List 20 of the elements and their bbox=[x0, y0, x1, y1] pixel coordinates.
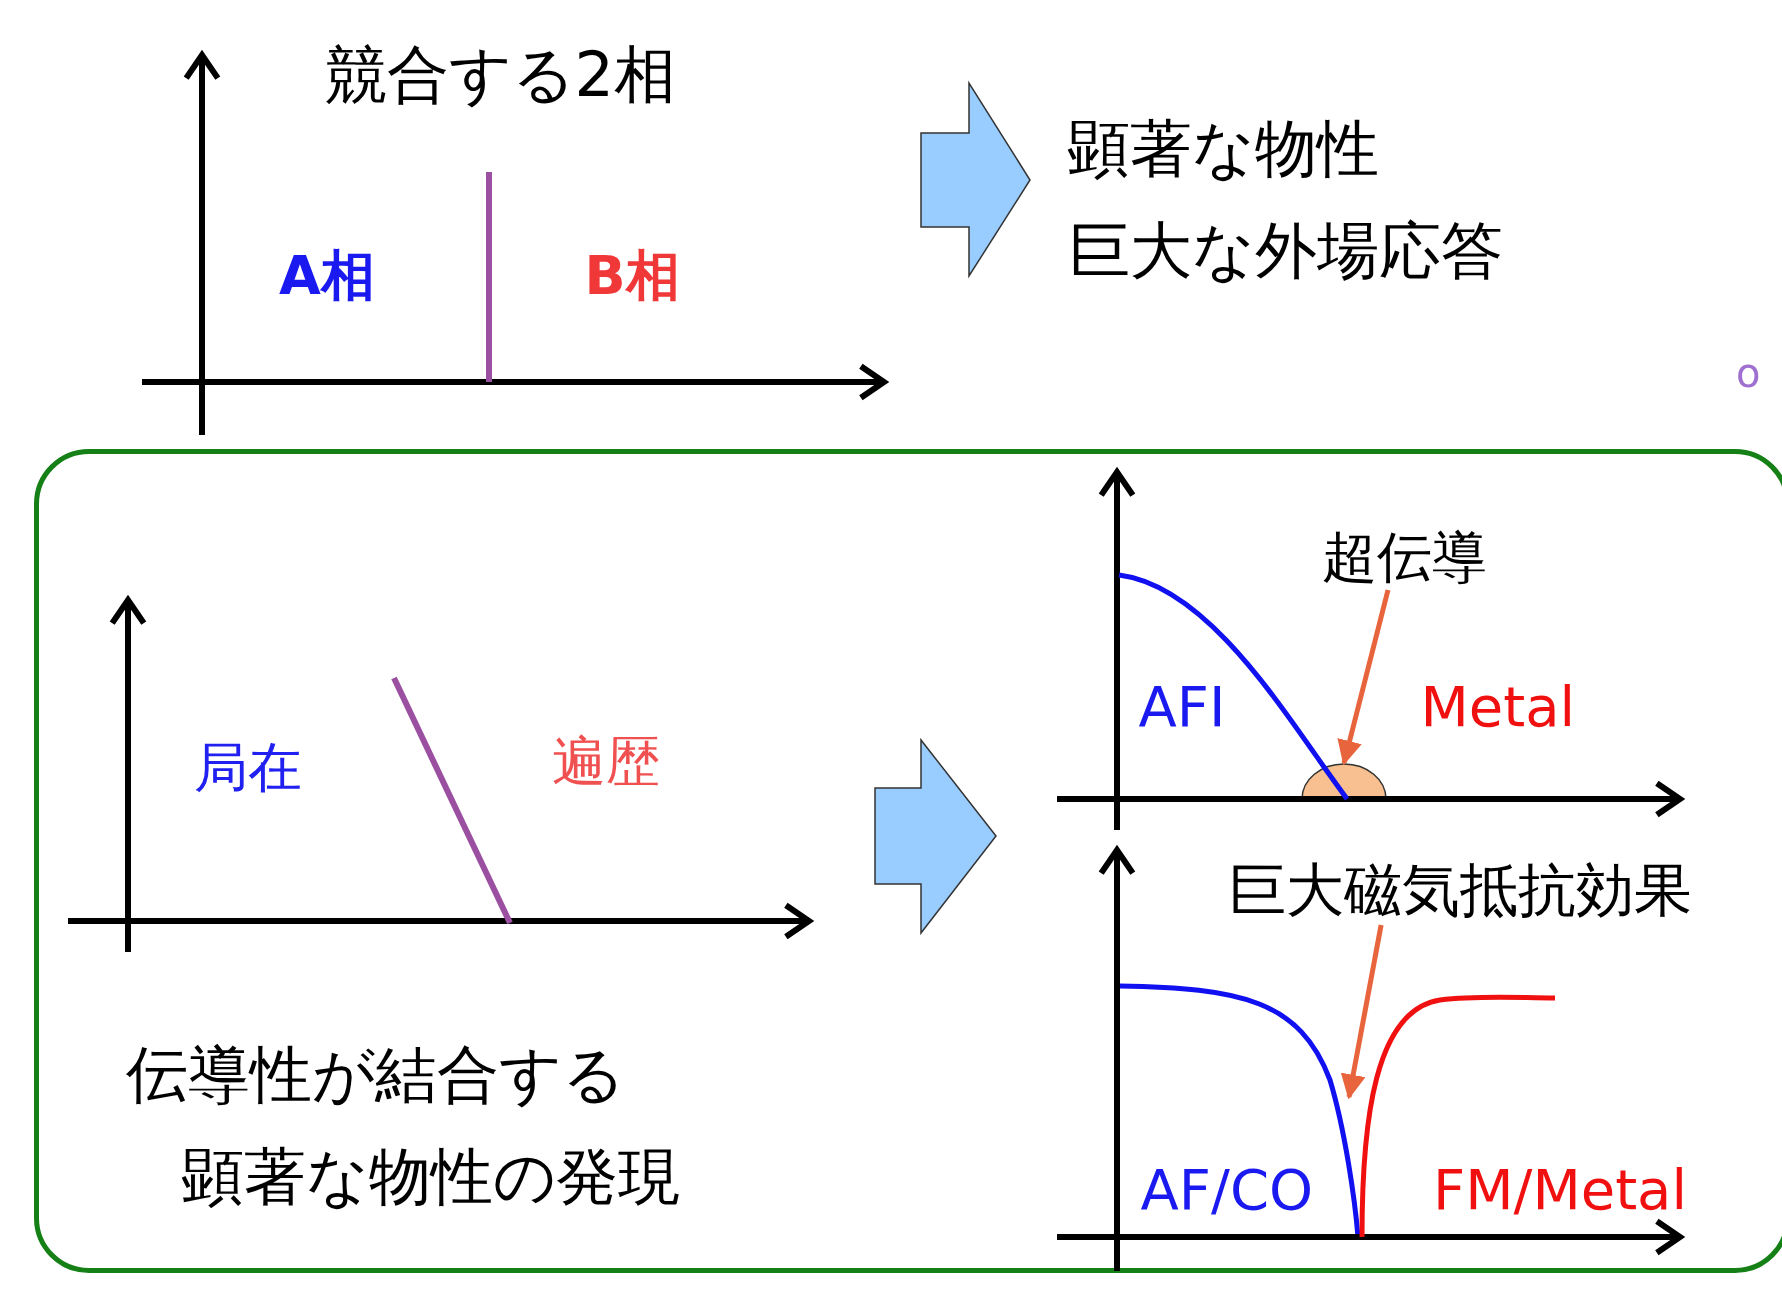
leader-text: 巨大磁気抵抗効果 bbox=[1228, 855, 1692, 925]
region-label: AFI bbox=[1138, 675, 1226, 740]
result-text: 巨大な外場応答 bbox=[1068, 220, 1504, 282]
leader-line bbox=[1340, 924, 1384, 1100]
dome-shape bbox=[1301, 763, 1387, 799]
leader-line bbox=[1337, 589, 1391, 766]
region-label: FM/Metal bbox=[1433, 1158, 1687, 1223]
block-arrow bbox=[920, 80, 1031, 279]
region-label: o bbox=[1736, 350, 1761, 396]
region-label: 遍歴 bbox=[552, 731, 660, 794]
caption-text: 伝導性が結合する顕著な物性の発現 bbox=[126, 1037, 681, 1215]
region-label: Metal bbox=[1420, 675, 1576, 740]
region-label: 局在 bbox=[194, 737, 302, 800]
leader-text: 超伝導 bbox=[1322, 524, 1487, 590]
result-text: 顕著な物性 bbox=[1068, 118, 1380, 180]
region-label: A相 bbox=[279, 245, 375, 308]
region-label: 競合する2相 bbox=[324, 38, 676, 110]
region-label: AF/CO bbox=[1140, 1158, 1314, 1223]
region-label: B相 bbox=[584, 245, 680, 308]
rounded-frame bbox=[34, 449, 1782, 1273]
